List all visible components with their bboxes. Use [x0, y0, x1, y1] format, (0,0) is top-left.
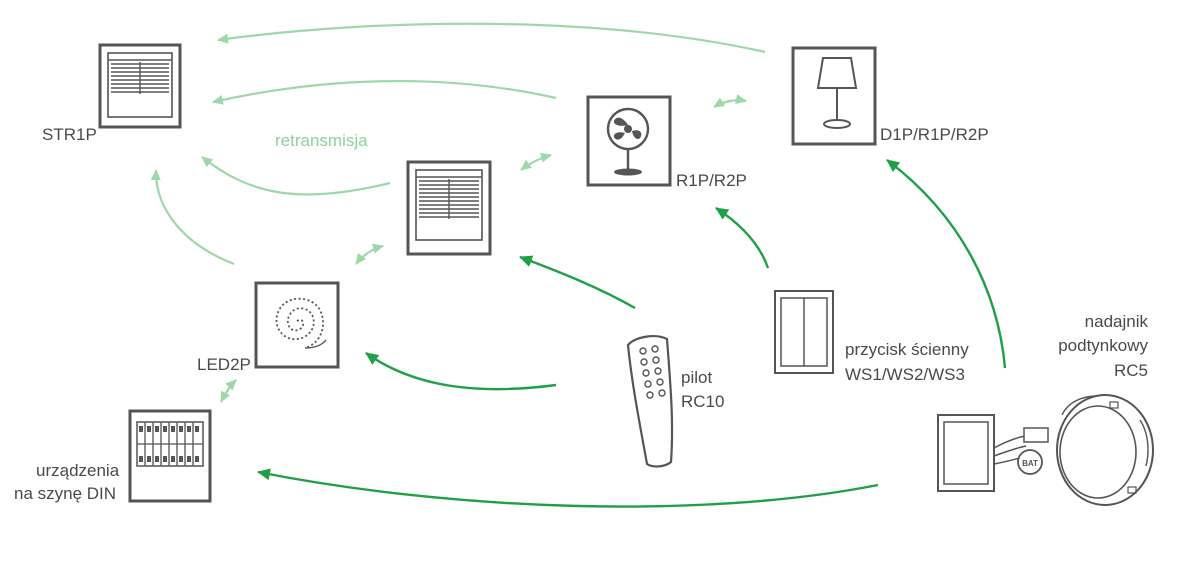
wall-switch-icon — [774, 290, 834, 374]
din-device — [128, 409, 212, 503]
led-strip-icon — [275, 297, 324, 349]
battery-text: BAT — [1022, 459, 1038, 468]
wall-switch-label-line1: przycisk ścienny — [845, 340, 969, 359]
roller-blind-icon — [107, 52, 173, 118]
roller-blind-icon — [415, 169, 483, 241]
str1p-device — [98, 43, 182, 129]
fan-icon — [606, 107, 650, 176]
transmitter-label-line1: nadajnik — [1085, 312, 1149, 331]
flush-transmitter-icon: BAT — [937, 394, 1154, 506]
wall-switch-label-line2: WS1/WS2/WS3 — [845, 365, 965, 384]
control-arrow-pilot-to-led — [365, 352, 557, 391]
retransmission-arrow-led-blind — [355, 243, 384, 265]
retransmission-arrow-r1p-to-str1p — [212, 80, 557, 105]
din-rail-icon — [136, 421, 204, 467]
transmitter-label-line3: RC5 — [1114, 361, 1148, 380]
led2p-device — [254, 281, 340, 369]
r1p-r2p-label: R1P/R2P — [676, 171, 747, 190]
pilot-label-line1: pilot — [681, 368, 712, 387]
str1p-label: STR1P — [42, 125, 97, 144]
r1p-r2p-device — [586, 95, 672, 187]
retransmission-arrow-blind-r1p — [520, 152, 552, 171]
lamp-icon — [816, 57, 858, 129]
led2p-label: LED2P — [197, 355, 251, 374]
control-arrow-transmitter-to-din — [257, 468, 879, 508]
control-arrow-pilot-to-blind — [519, 255, 636, 310]
retransmission-arrow-blind-to-str1p — [201, 156, 391, 196]
retransmission-arrow-led-din — [220, 379, 237, 403]
retransmission-label: retransmisja — [275, 131, 368, 150]
remote-control-icon — [626, 335, 674, 468]
d1p-r1p-r2p-label: D1P/R1P/R2P — [880, 125, 989, 144]
retransmission-arrow-r1p-d1p — [713, 94, 747, 108]
control-arrow-wallswitch-to-r1p — [715, 206, 770, 269]
control-arrow-transmitter-to-d1p — [886, 159, 1007, 369]
d1p-device — [791, 46, 877, 146]
pilot-label-line2: RC10 — [681, 392, 724, 411]
retransmission-arrow-d1p-to-str1p — [217, 22, 766, 54]
center-blind-device — [406, 160, 492, 256]
din-label-line1: urządzenia — [36, 461, 120, 480]
din-label-line2: na szynę DIN — [14, 484, 116, 503]
transmitter-label-line2: podtynkowy — [1058, 336, 1148, 355]
retransmission-arrow-led-to-str1p — [150, 169, 235, 266]
